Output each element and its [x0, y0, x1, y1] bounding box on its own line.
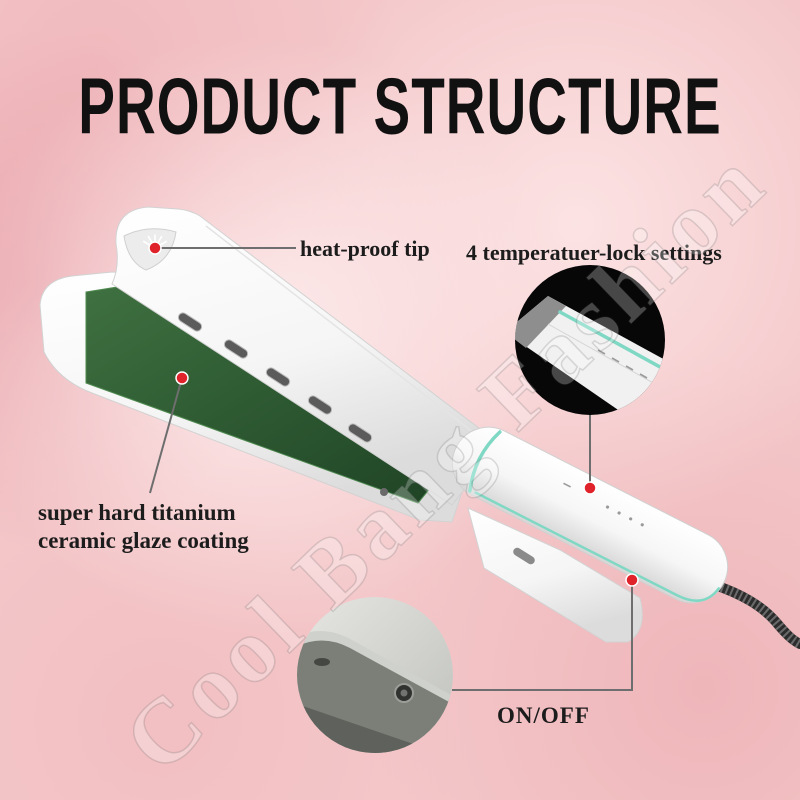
marker-dot-settings — [583, 481, 597, 495]
marker-dot-tip — [148, 241, 162, 255]
tip-ray — [147, 235, 153, 243]
front-arm-ridge — [205, 225, 479, 437]
heat-proof-tip-rays — [142, 234, 168, 246]
inset-handle-body — [515, 296, 665, 415]
temperature-settings-inset — [515, 265, 665, 415]
indicator-dot — [629, 517, 633, 521]
leader-line-switch — [452, 580, 633, 691]
front-arm — [111, 206, 485, 506]
lower-arm-slot — [513, 547, 535, 565]
indicator-dot — [605, 505, 610, 509]
indicator-minus-mark — [563, 482, 571, 488]
lower-arm — [467, 507, 643, 643]
inset-body-rim — [297, 631, 453, 708]
inset-indicator-marks — [597, 349, 648, 379]
inset-hinge-joint — [515, 296, 566, 348]
front-arm-body — [111, 206, 485, 506]
on-off-switch-inset — [297, 597, 453, 753]
label-heat-proof-tip: heat-proof tip — [300, 236, 430, 261]
handle-teal-trim — [474, 491, 720, 602]
inset-indicator-mark — [625, 365, 634, 371]
handle-teal-ring — [468, 430, 502, 493]
handle-body — [451, 426, 729, 604]
tip-ray — [157, 235, 163, 243]
hinge-screw — [380, 488, 388, 496]
indicator-dot — [640, 523, 644, 527]
power-cord — [707, 579, 800, 649]
inset-indicator-mark — [639, 373, 648, 379]
label-temperature-settings: 4 temperatuer-lock settings — [466, 240, 722, 265]
vent-slot — [223, 339, 249, 359]
page-title: PRODUCT STRUCTURE — [78, 60, 722, 151]
vent-slot — [307, 395, 333, 415]
inset-indicator-mark — [611, 357, 620, 363]
power-cord-coil — [710, 579, 800, 649]
power-button-center — [400, 689, 408, 697]
indicator-dot — [617, 511, 621, 515]
tip-ray — [142, 240, 150, 246]
lower-arm-body — [467, 507, 643, 643]
temperature-indicator-marks — [563, 482, 644, 527]
marker-dot-switch — [625, 573, 639, 587]
vent-slot — [265, 367, 291, 387]
vent-slot — [347, 423, 373, 443]
inset-indicator-mark — [597, 349, 606, 355]
vent-slot — [177, 312, 203, 332]
handle — [451, 426, 729, 604]
label-on-off: ON/OFF — [497, 703, 590, 728]
inset-screw — [314, 658, 330, 666]
label-coating-line-2: ceramic glaze coating — [38, 528, 249, 553]
vent-slots — [177, 312, 373, 443]
label-coating-line-1: super hard titanium — [38, 500, 236, 525]
leader-line-plate — [149, 377, 183, 494]
marker-dot-plate — [175, 371, 189, 385]
tip-ray — [160, 240, 168, 246]
